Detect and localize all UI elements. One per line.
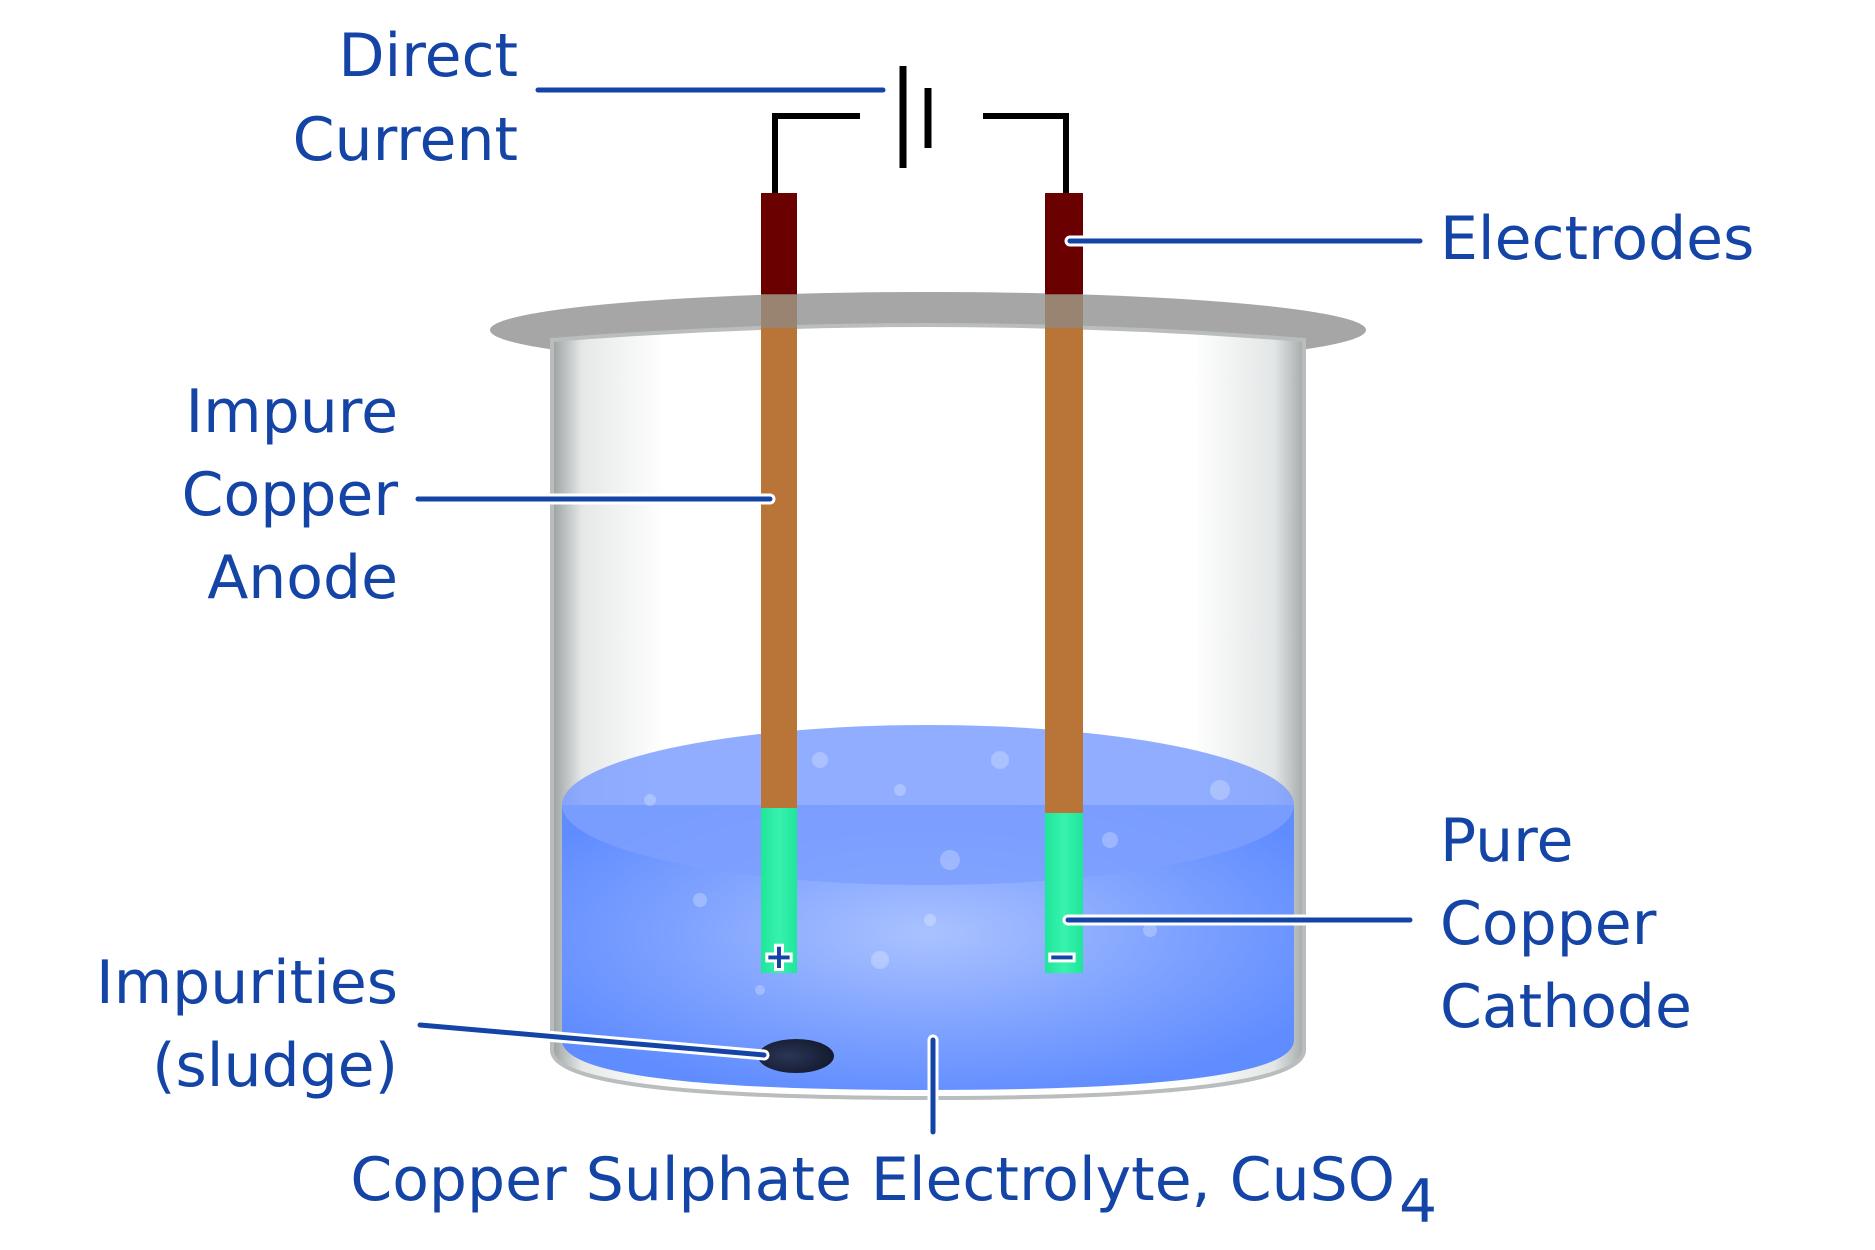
label-electrolyte-subscript: 4: [1399, 1167, 1437, 1237]
label-impurities: Impurities (sludge): [96, 948, 398, 1101]
cathode-submerged: [1045, 813, 1083, 973]
label-cathode-line1: Pure: [1440, 806, 1573, 876]
anode-copper: [761, 295, 797, 810]
anode-rim-overlap: [761, 294, 797, 328]
circuit: [772, 66, 1069, 195]
label-cathode-line3: Cathode: [1440, 972, 1692, 1042]
label-anode-line2: Copper: [182, 460, 399, 530]
leader-lines: [412, 87, 1426, 1138]
label-anode-line1: Impure: [185, 377, 398, 447]
label-direct-current-line2: Current: [293, 105, 518, 175]
anode-submerged: [761, 808, 797, 973]
label-anode-line3: Anode: [207, 543, 398, 613]
bubbles: [644, 751, 1230, 995]
svg-text:Copper Sulphate Electrolyte, C: Copper Sulphate Electrolyte, CuSO: [350, 1145, 1395, 1215]
wire-right: [983, 113, 1069, 195]
cathode-copper: [1045, 295, 1083, 815]
label-direct-current: Direct Current: [293, 21, 518, 175]
plus-sign-icon: +: [765, 937, 794, 977]
cathode: [1045, 193, 1083, 973]
label-impurities-line2: (sludge): [152, 1031, 398, 1101]
electrolyte-surface: [562, 725, 1294, 885]
wire-left: [772, 113, 860, 195]
label-electrolyte: Copper Sulphate Electrolyte, CuSO 4: [350, 1145, 1437, 1237]
label-direct-current-line1: Direct: [338, 21, 518, 91]
label-impurities-line1: Impurities: [96, 948, 398, 1018]
cathode-rim-overlap: [1045, 294, 1083, 328]
leader-impurities: [417, 1022, 767, 1058]
sludge: [758, 1039, 834, 1073]
minus-sign-icon: −: [1048, 937, 1077, 977]
label-cathode: Pure Copper Cathode: [1440, 806, 1692, 1042]
label-cathode-line2: Copper: [1440, 889, 1657, 959]
label-anode: Impure Copper Anode: [182, 377, 399, 613]
label-electrolyte-text: Copper Sulphate Electrolyte, CuSO: [350, 1145, 1395, 1215]
label-electrodes: Electrodes: [1440, 204, 1754, 274]
electrolyte-liquid: [562, 725, 1294, 1090]
anode: [761, 193, 797, 973]
anode-cap: [761, 193, 797, 295]
